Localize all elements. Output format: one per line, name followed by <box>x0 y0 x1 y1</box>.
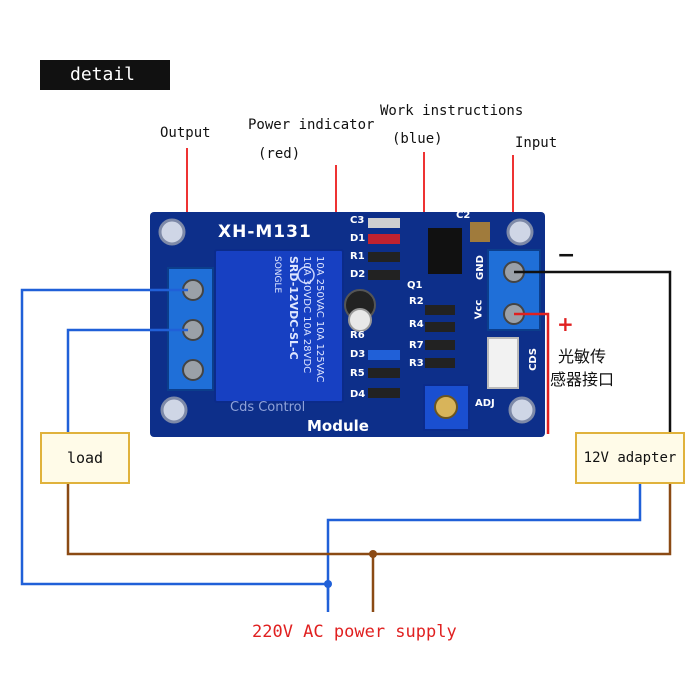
power-indicator-color: (red) <box>258 146 301 162</box>
label-r1: R1 <box>350 251 365 262</box>
board-cds-control: Cds Control <box>230 400 306 415</box>
label-r7: R7 <box>409 340 424 351</box>
red-wire-vcc <box>514 312 550 434</box>
label-r4: R4 <box>409 319 424 330</box>
label-r6: R6 <box>350 330 365 341</box>
sensor-connector <box>487 337 519 389</box>
sensor-label-line-1: 光敏传 <box>558 347 607 366</box>
smd-components <box>368 218 455 398</box>
label-cds: CDS <box>527 348 539 371</box>
label-d2: D2 <box>350 269 366 280</box>
blue-wire-supply-adapter <box>326 484 642 600</box>
ldr-capacitor <box>348 308 372 332</box>
minus-mark: − <box>557 243 576 268</box>
label-c2: C2 <box>456 210 471 221</box>
blue-wire-output-to-load <box>66 328 188 432</box>
label-q1: Q1 <box>407 280 423 291</box>
relay-line-2: 10A 30VDC 10A 28VDC <box>301 256 312 374</box>
power-indicator-label: Power indicator <box>248 117 375 133</box>
label-r2: R2 <box>409 296 424 307</box>
input-label: Input <box>515 135 558 151</box>
blue-wire-load-output <box>20 288 328 586</box>
brown-wire-load <box>66 484 373 556</box>
label-vcc: Vcc <box>473 299 485 320</box>
work-instructions-color: (blue) <box>392 131 443 147</box>
label-adj: ADJ <box>475 398 495 409</box>
mount-hole-tl <box>158 218 186 246</box>
board-model: XH-M131 <box>218 222 312 242</box>
label-gnd: GND <box>474 255 486 280</box>
relay-line-1: 10A 250VAC 10A 125VAC <box>314 256 325 383</box>
relay-brand: SONGLE <box>272 256 282 294</box>
board-module-text: Module <box>307 417 369 435</box>
label-c3: C3 <box>350 215 365 226</box>
brown-wire-adapter <box>373 484 672 556</box>
blue-junction <box>324 580 332 588</box>
c2-capacitor <box>470 222 490 242</box>
label-d3: D3 <box>350 349 366 360</box>
plus-mark: + <box>557 312 574 336</box>
sensor-interface-label: 光敏传 感器接口 <box>550 345 614 391</box>
mount-hole-br <box>508 396 536 424</box>
relay-text: 10A 250VAC 10A 125VAC 10A 30VDC 10A 28VD… <box>196 256 326 396</box>
label-r5: R5 <box>350 368 365 379</box>
power-supply-label: 220V AC power supply <box>252 622 457 642</box>
black-wire-gnd <box>514 270 672 432</box>
potentiometer-knob <box>434 395 458 419</box>
mount-hole-tr <box>506 218 534 246</box>
detail-header: detail <box>40 60 170 90</box>
work-instructions-label: Work instructions <box>380 103 524 119</box>
sensor-label-line-2: 感器接口 <box>550 370 615 389</box>
load-box: load <box>40 432 130 484</box>
relay-line-3: SRD-12VDC-SL-C <box>287 256 300 360</box>
output-screw-3 <box>182 359 204 381</box>
label-r3: R3 <box>409 358 424 369</box>
label-d1: D1 <box>350 233 366 244</box>
brown-junction <box>369 550 377 558</box>
potentiometer <box>423 384 470 431</box>
output-label: Output <box>160 125 211 141</box>
relay-cqc-mark <box>297 266 315 284</box>
mount-hole-bl <box>160 396 188 424</box>
ic-chip <box>428 228 462 274</box>
label-d4: D4 <box>350 389 366 400</box>
adapter-box: 12V adapter <box>575 432 685 484</box>
relay <box>214 249 344 403</box>
